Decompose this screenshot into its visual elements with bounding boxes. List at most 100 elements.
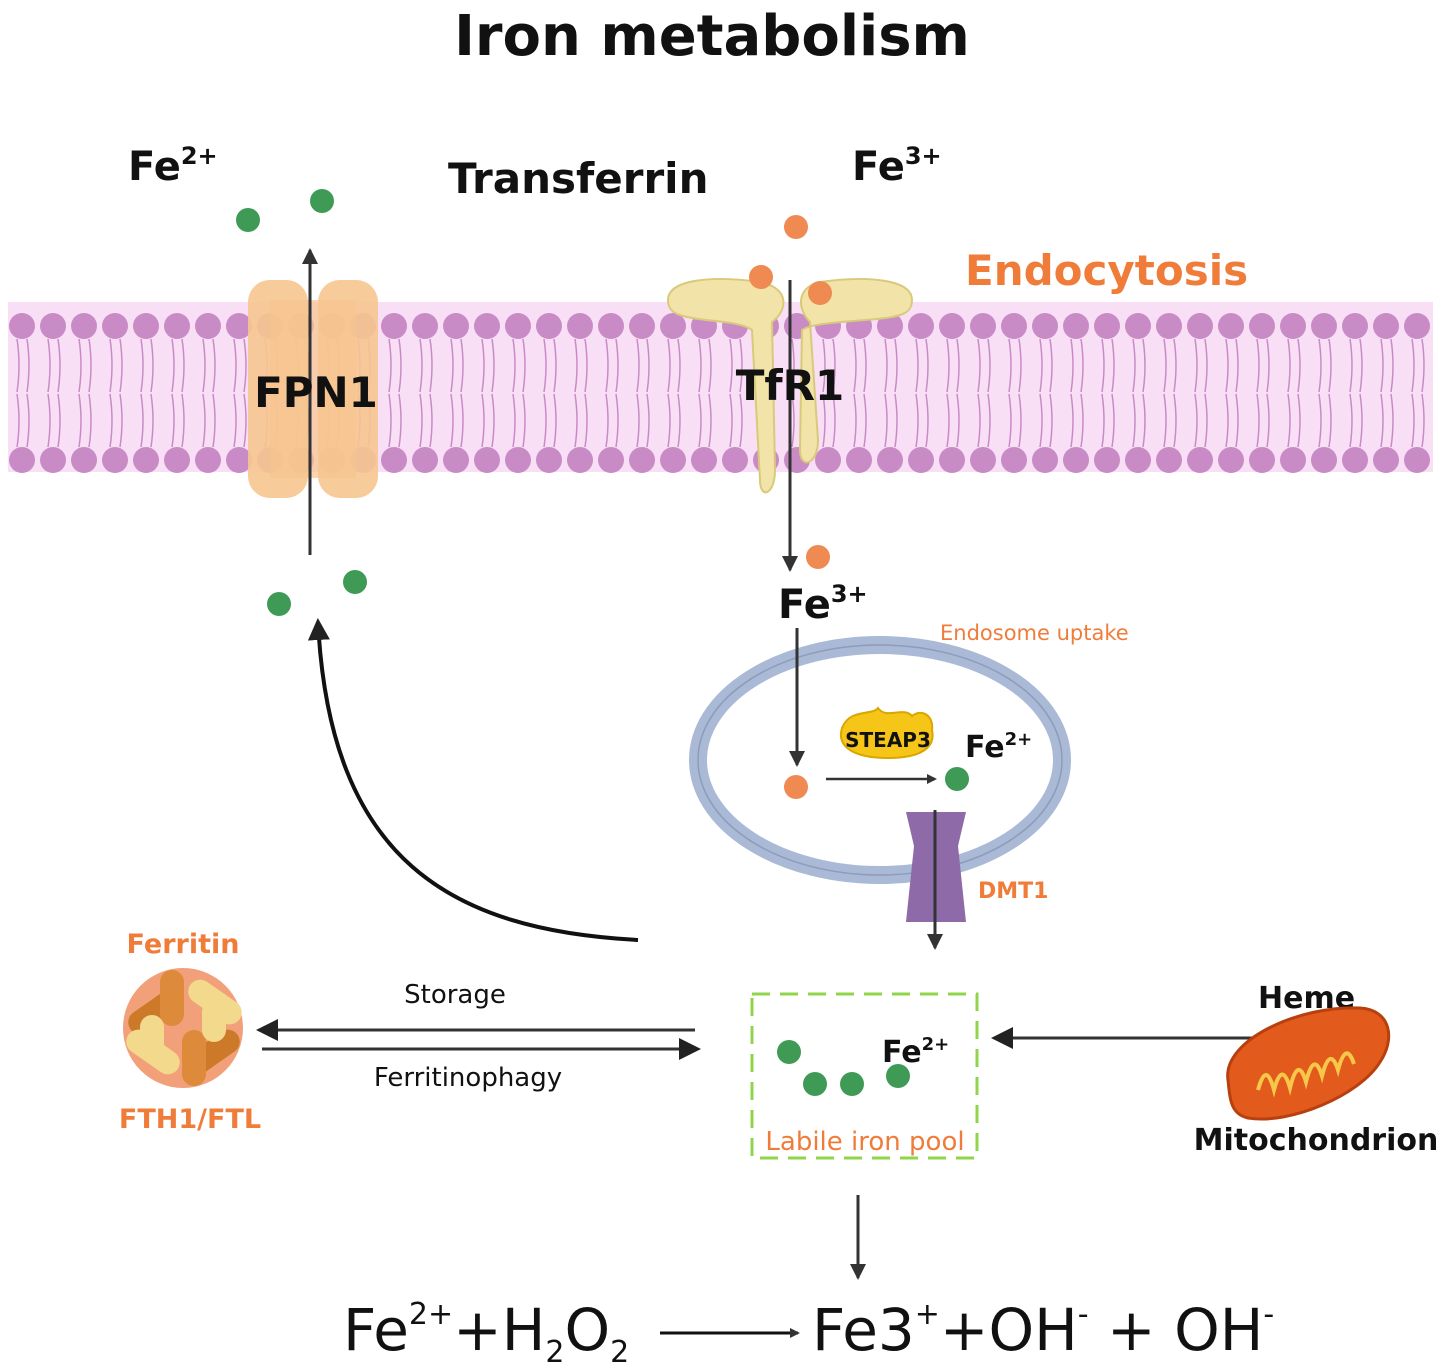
lipid-head [939,447,965,473]
lipid-tail [1132,338,1136,393]
fenton-reactants: Fe2++H2O2 [343,1296,629,1364]
lipid-head [1373,447,1399,473]
lipid-tail [1411,338,1415,393]
lipid-tail [739,393,743,448]
lipid-head [722,447,748,473]
lipid-head [970,447,996,473]
lipid-tail [140,338,144,393]
lipid-tail [233,393,237,448]
fe2-endosome-label: Fe2+ [965,729,1032,765]
lipid-head [1280,313,1306,339]
labile-iron-pool-label: Labile iron pool [765,1127,964,1157]
lipid-tail [140,393,144,448]
lipid-tail [522,338,526,393]
lipid-tail [894,393,898,448]
lipid-tail [233,338,237,393]
fe2-ion [840,1072,864,1096]
endosome [689,636,1071,884]
lipid-head [567,447,593,473]
lipid-tail [698,338,702,393]
fpn1-transporter [248,280,378,498]
lipid-head [164,447,190,473]
lipid-head [1187,447,1213,473]
lipid-tail [491,393,495,448]
lipid-head [9,447,35,473]
lipid-tail [1049,393,1053,448]
lipid-tail [925,393,929,448]
lipid-tail [450,393,454,448]
lipid-tail [987,338,991,393]
fe3-intracellular-label: Fe3+ [778,580,868,628]
lipid-tail [522,393,526,448]
lipid-tail [1080,393,1084,448]
lipid-tail [1287,338,1291,393]
fpn1-label: FPN1 [254,368,378,417]
lipid-tail [1411,393,1415,448]
lipid-tail [956,338,960,393]
lipid-head [443,447,469,473]
lipid-tail [171,338,175,393]
lipid-tail [1349,393,1353,448]
lipid-tail [481,338,485,393]
lipid-tail [605,338,609,393]
lipid-tail [987,393,991,448]
fth1-ftl-label: FTH1/FTL [119,1104,261,1135]
lipid-tail [584,338,588,393]
fe3-extracellular-label: Fe3+ [852,142,942,190]
lipid-tail [57,393,61,448]
pool-to-fpn1-arrow [307,618,639,942]
lipid-head [133,313,159,339]
lipid-tail [26,338,30,393]
lipid-tail [729,338,733,393]
lipid-head [536,313,562,339]
lipid-tail [1132,393,1136,448]
lipid-tail [109,338,113,393]
lipid-head [71,447,97,473]
lipid-tail [667,393,671,448]
lipid-head [1063,313,1089,339]
lipid-tail [1173,338,1177,393]
fe2-ion [803,1072,827,1096]
lipid-head [1280,447,1306,473]
lipid-head [412,447,438,473]
lipid-tail [1235,393,1239,448]
lipid-tail [1225,393,1229,448]
lipid-tail [708,338,712,393]
fe2-ion [343,570,367,594]
lipid-head [381,313,407,339]
lipid-head [164,313,190,339]
fe2-pool-label: Fe2+ [882,1034,949,1070]
lipid-head [567,313,593,339]
lipid-head [133,447,159,473]
lipid-tail [398,393,402,448]
lipid-tail [1287,393,1291,448]
lipid-head [1032,447,1058,473]
lipid-tail [863,338,867,393]
lipid-tail [78,338,82,393]
fe2-ion [886,1064,910,1088]
lipid-tail [88,338,92,393]
lipid-tail [16,393,20,448]
lipid-tail [646,338,650,393]
lipid-head [381,447,407,473]
lipid-tail [1421,338,1425,393]
fe2-extracellular-label: Fe2+ [128,142,218,190]
lipid-tail [553,393,557,448]
lipid-head [1311,447,1337,473]
lipid-tail [1142,338,1146,393]
lipid-tail [1380,338,1384,393]
ferritinophagy-label: Ferritinophagy [374,1063,562,1093]
lipid-tail [1142,393,1146,448]
lipid-tail [1039,393,1043,448]
lipid-tail [677,393,681,448]
lipid-tail [388,338,392,393]
lipid-head [102,313,128,339]
lipid-tail [16,338,20,393]
lipid-tail [181,393,185,448]
lipid-head [970,313,996,339]
fe2-ion [310,189,334,213]
lipid-tail [212,338,216,393]
lipid-head [102,447,128,473]
lipid-head [474,313,500,339]
fe3-ion [806,545,830,569]
